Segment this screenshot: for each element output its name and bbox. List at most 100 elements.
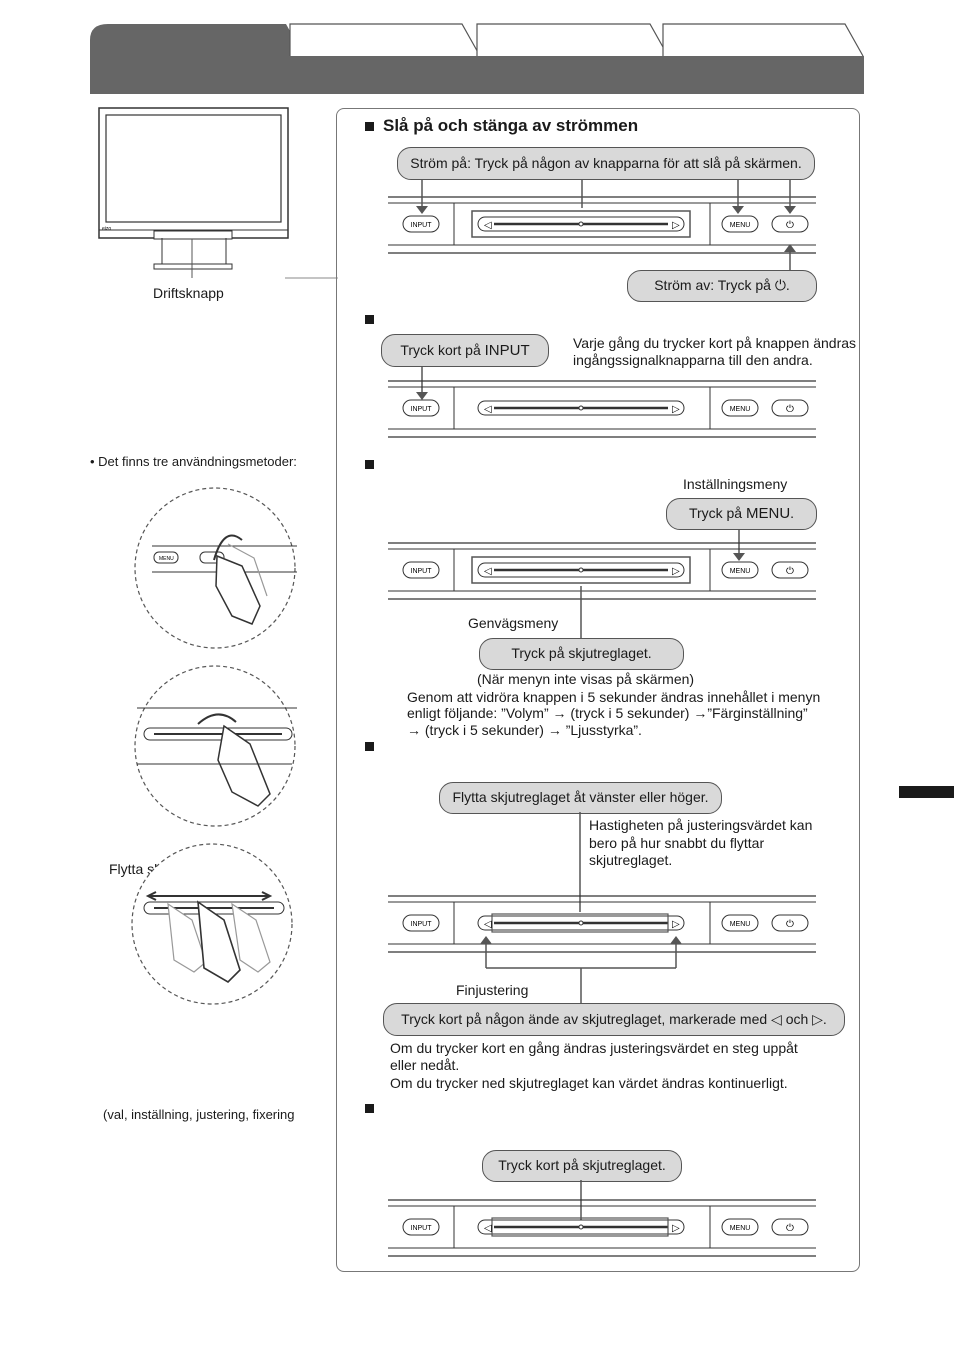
- final-caption: (val, inställning, justering, fixering: [103, 1107, 295, 1122]
- fine-text-1: Om du trycker kort en gång ändras juster…: [390, 1040, 798, 1056]
- speed-text-3: skjutreglaget.: [589, 852, 673, 868]
- input-button-label: INPUT: [411, 568, 433, 575]
- power-icon: ⏻: [786, 1223, 794, 1234]
- input-button[interactable]: [402, 914, 440, 932]
- menu-description-2: enligt följande: ”Volym” → (tryck i 5 se…: [407, 705, 808, 721]
- section-bullet: [365, 1104, 374, 1113]
- menu-button[interactable]: [721, 215, 759, 233]
- input-callout-prefix: Tryck kort på: [400, 342, 481, 358]
- power-button[interactable]: [771, 914, 809, 932]
- power-button[interactable]: [771, 215, 809, 233]
- header-tab-bar: [90, 23, 864, 94]
- slider-left-end[interactable]: ◁: [484, 919, 492, 930]
- power-on-callout: Ström på: Tryck på någon av knapparna fö…: [397, 147, 815, 180]
- svg-text:eizo: eizo: [102, 226, 111, 232]
- power-icon: ⏻: [774, 278, 786, 294]
- power-off-suffix: .: [785, 277, 790, 293]
- section-power-title: Slå på och stänga av strömmen: [383, 116, 639, 135]
- control-strip-input: INPUT ◁ ▷ MENU ⏻: [388, 380, 816, 438]
- shortcut-menu-label: Genvägsmeny: [468, 615, 559, 631]
- touch-slider-illustration: [134, 665, 297, 827]
- slider-right-end[interactable]: ▷: [672, 220, 680, 231]
- side-index-tab: [899, 786, 954, 798]
- section-bullet: [365, 460, 374, 469]
- menu-callout-suffix: .: [790, 505, 795, 521]
- touch-swipe-illustration: [131, 843, 293, 1005]
- slider-move-line: [579, 812, 581, 912]
- menu-description-3: → (tryck i 5 sekunder) → ”Ljusstyrka”.: [407, 722, 642, 738]
- speed-text-2: bero på hur snabbt du flyttar: [589, 835, 765, 851]
- speed-text-1: Hastigheten på justeringsvärdet kan: [589, 817, 813, 833]
- menu-button-label: MENU: [730, 1225, 751, 1232]
- menu-button-label: MENU: [730, 222, 751, 229]
- input-button[interactable]: [402, 561, 440, 579]
- power-button-label: Driftsknapp: [153, 285, 224, 301]
- slider-left-end[interactable]: ◁: [484, 220, 492, 231]
- usage-methods-intro: • Det finns tre användningsmetoder:: [90, 454, 297, 469]
- touch-press-illustration: MENU: [134, 487, 297, 649]
- input-description-1: Varje gång du trycker kort på knappen än…: [573, 335, 857, 351]
- slider-callout-line: [580, 586, 582, 640]
- slider-right-end[interactable]: ▷: [672, 404, 680, 415]
- fine-adjust-label: Finjustering: [456, 982, 529, 998]
- input-button[interactable]: [402, 215, 440, 233]
- power-arrows: [416, 180, 796, 214]
- power-button[interactable]: [771, 561, 809, 579]
- power-off-callout: Ström av: Tryck på ⏻.: [627, 270, 817, 302]
- slider-right-end[interactable]: ▷: [672, 919, 680, 930]
- menu-button[interactable]: [721, 561, 759, 579]
- input-button[interactable]: [402, 1218, 440, 1236]
- monitor-illustration: eizo: [98, 107, 338, 279]
- section-bullet: [365, 742, 374, 751]
- control-strip-slider: INPUT ◁ ▷ MENU ⏻: [388, 895, 816, 953]
- power-button[interactable]: [771, 1218, 809, 1236]
- input-description-2: ingångssignalknapparna till den andra.: [573, 352, 813, 368]
- slider-left-end[interactable]: ◁: [484, 1223, 492, 1234]
- section-bullet: [365, 122, 374, 131]
- menu-callout-prefix: Tryck på: [688, 505, 743, 521]
- menu-button[interactable]: [721, 914, 759, 932]
- slider-press-callout: Tryck på skjutreglaget.: [479, 638, 684, 670]
- menu-callout: Tryck på MENU.: [666, 498, 817, 530]
- fine-adjust-callout: Tryck kort på någon ände av skjutreglage…: [383, 1003, 845, 1036]
- control-strip-menu: INPUT◁▷MENU⏻: [388, 542, 816, 600]
- menu-button-label: MENU: [730, 921, 751, 928]
- instructions-panel: [336, 108, 860, 1272]
- power-button[interactable]: [771, 399, 809, 417]
- power-icon: ⏻: [786, 919, 794, 930]
- menu-button[interactable]: [721, 1218, 759, 1236]
- menu-button-label: MENU: [730, 568, 751, 575]
- input-key: INPUT: [484, 342, 530, 359]
- input-button-label: INPUT: [411, 222, 433, 229]
- slider-left-end[interactable]: ◁: [484, 566, 492, 577]
- control-strip-power: INPUT◁▷MENU⏻: [388, 196, 816, 254]
- power-icon: ⏻: [786, 404, 794, 415]
- menu-arrow: [733, 529, 745, 561]
- menu-key: MENU: [745, 505, 791, 522]
- slider-right-end[interactable]: ▷: [672, 1223, 680, 1234]
- settings-menu-label: Inställningsmeny: [683, 476, 788, 492]
- menu-button-label: MENU: [730, 406, 751, 413]
- leader-line: [285, 277, 337, 279]
- slider-right-end[interactable]: ▷: [672, 566, 680, 577]
- control-strip-confirm: INPUT ◁ ▷ MENU ⏻: [388, 1199, 816, 1257]
- power-off-arrow: [784, 244, 796, 274]
- input-button[interactable]: [402, 399, 440, 417]
- svg-text:MENU: MENU: [159, 556, 174, 562]
- menu-description-1: Genom att vidröra knappen i 5 sekunder ä…: [407, 689, 821, 705]
- input-button-label: INPUT: [411, 921, 433, 928]
- slider-left-end[interactable]: ◁: [484, 404, 492, 415]
- input-callout: Tryck kort på INPUT: [381, 334, 549, 367]
- fine-adjust-arrows: [480, 936, 682, 1004]
- input-button-label: INPUT: [411, 1225, 433, 1232]
- input-button-label: INPUT: [411, 406, 433, 413]
- slider-move-callout: Flytta skjutreglaget åt vänster eller hö…: [439, 782, 722, 814]
- fine-text-2: eller nedåt.: [390, 1057, 460, 1073]
- section-bullet: [365, 315, 374, 324]
- confirm-callout: Tryck kort på skjutreglaget.: [482, 1150, 682, 1182]
- input-arrow: [416, 366, 428, 400]
- menu-note: (När menyn inte visas på skärmen): [477, 671, 695, 687]
- power-off-text: Ström av: Tryck på: [654, 277, 771, 293]
- fine-text-3: Om du trycker ned skjutreglaget kan värd…: [390, 1075, 788, 1091]
- menu-button[interactable]: [721, 399, 759, 417]
